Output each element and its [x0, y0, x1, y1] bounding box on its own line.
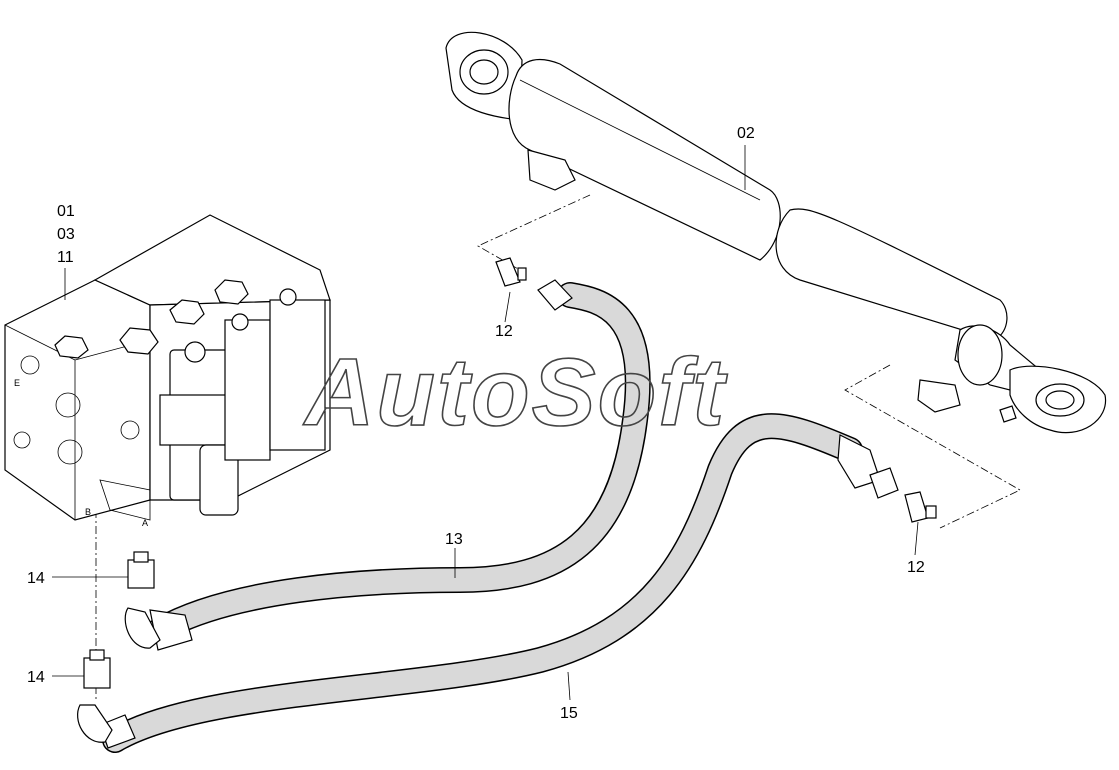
- valve-block-assembly: A B E: [4, 214, 331, 528]
- callout-12-right: 12: [907, 559, 925, 576]
- port-label-b: B: [85, 507, 91, 517]
- hydraulic-cylinder: [445, 31, 1107, 434]
- watermark-text: AutoSoft: [303, 339, 728, 446]
- callout-13: 13: [445, 531, 463, 548]
- callout-12-top: 12: [495, 323, 513, 340]
- centerline-top: [477, 194, 591, 271]
- port-label-e: E: [14, 378, 20, 388]
- port-label-a: A: [142, 518, 148, 528]
- hose-15: [102, 413, 863, 753]
- callout-14-upper: 14: [27, 570, 45, 587]
- hose-13: [147, 282, 651, 643]
- adapter-fittings: [83, 257, 937, 689]
- callout-11: 11: [57, 249, 74, 266]
- leader-lines: [52, 145, 919, 701]
- callout-15: 15: [560, 705, 578, 722]
- callout-03: 03: [57, 226, 75, 243]
- callout-02: 02: [737, 125, 755, 142]
- hose-end-fittings: [77, 279, 899, 749]
- callout-14-lower: 14: [27, 669, 45, 686]
- callout-01: 01: [57, 203, 75, 220]
